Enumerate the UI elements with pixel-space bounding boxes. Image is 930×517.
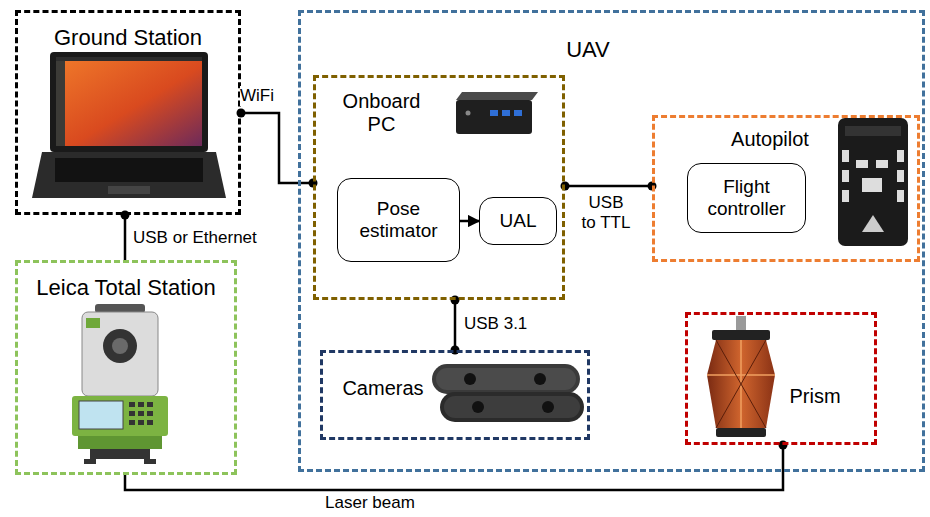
cameras-box: Cameras (320, 350, 590, 440)
onboard-pc-box: Onboard PC Pose estimator UAL (313, 75, 565, 300)
connector-dot (451, 346, 460, 355)
process-box: Pose estimator (337, 178, 460, 262)
prism-illustration (707, 316, 775, 437)
connector-dot (561, 182, 570, 191)
connector-line (460, 220, 479, 223)
connector-dot (237, 109, 246, 118)
connector-line (124, 215, 127, 260)
prism-box: Prism (685, 312, 877, 445)
process-box: Flight controller (687, 163, 806, 233)
connector-line (125, 445, 783, 490)
connector-line (241, 113, 313, 183)
pixhawk-illustration (838, 118, 908, 246)
group-title: Cameras (333, 377, 433, 400)
mini-pc-illustration (456, 92, 538, 134)
group-title: UAV (548, 37, 628, 62)
laptop-illustration (32, 52, 226, 198)
connector-line (454, 300, 457, 350)
box-label: UAL (500, 210, 537, 232)
group-title: Leica Total Station (18, 275, 234, 300)
group-title: Ground Station (18, 25, 238, 50)
connector-dot (451, 296, 460, 305)
box-label: Pose estimator (346, 198, 451, 242)
edge-label: USB to TTL (580, 193, 632, 234)
box-label: Flight controller (696, 176, 797, 220)
total-station-illustration (72, 304, 168, 464)
total-station-box: Leica Total Station (15, 260, 237, 475)
uav-region: UAV Onboard PC Pose estimator UAL AutopilotF… (298, 10, 925, 472)
edge-label: WiFi (240, 86, 274, 106)
group-title: Onboard PC (334, 90, 429, 136)
edge-label: USB or Ethernet (133, 228, 257, 248)
edge-label: USB 3.1 (464, 314, 527, 334)
connector-dot (309, 179, 318, 188)
edge-label: Laser beam (310, 493, 430, 513)
camera-illustration (432, 364, 584, 422)
connector-dot (648, 182, 657, 191)
group-title: Autopilot (710, 128, 830, 151)
connector-line (565, 185, 652, 188)
process-box: UAL (479, 197, 557, 245)
connector-dot (779, 441, 788, 450)
connector-dot (121, 211, 130, 220)
autopilot-box: AutopilotFlight controller (652, 115, 920, 262)
ground-station-box: Ground Station (15, 10, 241, 215)
group-title: Prism (778, 385, 852, 408)
